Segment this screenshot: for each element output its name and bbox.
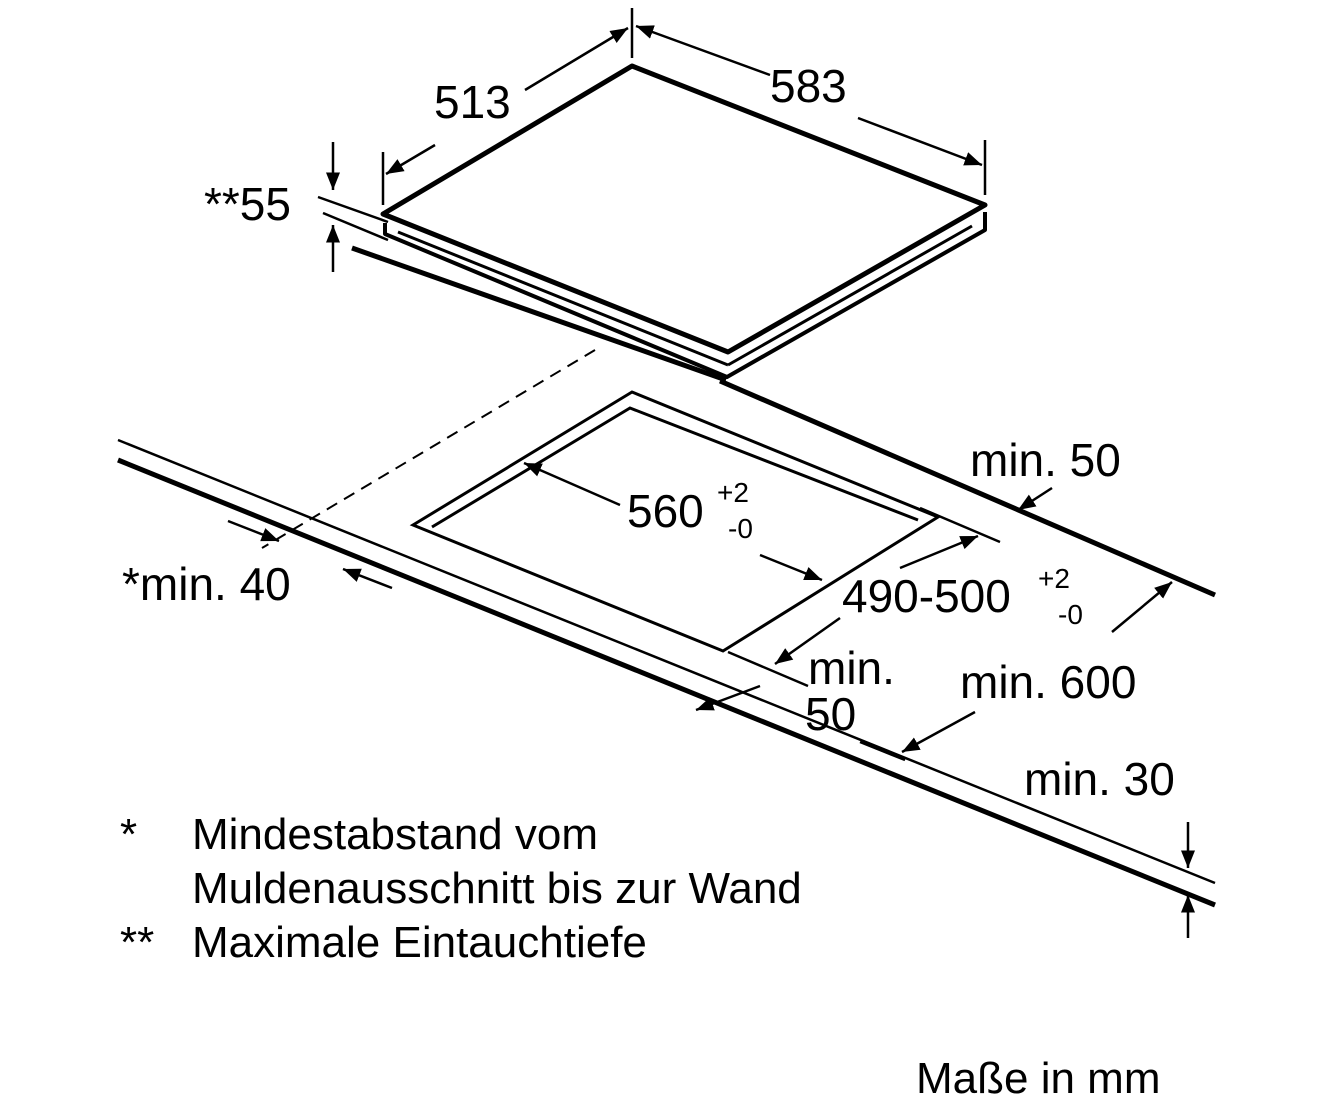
- hob-lower-frame: [383, 212, 987, 379]
- footnote-1-line-1: Mindestabstand vom: [192, 810, 598, 859]
- footnote-2-line-1: Maximale Eintauchtiefe: [192, 918, 647, 967]
- worktop-depth-label: min. 600: [960, 656, 1136, 708]
- cutout-width-tol-minus: -0: [728, 513, 753, 544]
- footnote-1-line-2: Muldenausschnitt bis zur Wand: [192, 864, 802, 913]
- cutout-depth-label: 490-500: [842, 570, 1011, 622]
- footnote-mark-1: *: [120, 810, 138, 859]
- hob-top-surface: [380, 63, 988, 355]
- dimension-513-line-a: [524, 26, 629, 92]
- hob-base-line: [351, 245, 727, 383]
- wall-gap-label: *min. 40: [122, 558, 291, 610]
- footnote-mark-2: **: [120, 918, 155, 967]
- insertion-depth-dimension: [317, 142, 389, 272]
- projection-dashed-line: [261, 349, 596, 549]
- worktop-front-bottom-edge: [117, 457, 1216, 908]
- dimension-583-line-a: [635, 24, 771, 77]
- min-rear-gap-arrow: [1017, 486, 1053, 512]
- worktop-back-edge: [719, 378, 1216, 598]
- hob-outline: [351, 63, 988, 383]
- min-front-gap-arrow: [695, 684, 761, 712]
- hob-dimension-lines: [381, 8, 987, 205]
- cutout-depth-tol-plus: +2: [1038, 563, 1070, 594]
- insertion-depth-label: **55: [204, 178, 291, 230]
- worktop-thickness-label: min. 30: [1024, 753, 1175, 805]
- dimension-583-label: 583: [770, 60, 847, 112]
- cutout-width-dimension: [523, 461, 823, 582]
- hob-frame-inner-line: [397, 230, 729, 367]
- cutout-width-tol-plus: +2: [717, 477, 749, 508]
- hob-frame-inner-line-right: [727, 224, 973, 367]
- dimension-513-line-b: [385, 143, 436, 176]
- min-front-gap-label-line2: 50: [805, 688, 856, 740]
- cutout-width-label: 560: [627, 485, 704, 537]
- dimension-583-line-b: [857, 116, 983, 167]
- min-rear-gap-label: min. 50: [970, 434, 1121, 486]
- units-note: Maße in mm: [916, 1054, 1161, 1103]
- cutout-depth-tol-minus: -0: [1058, 599, 1083, 630]
- cutout-inner-edge: [431, 406, 919, 529]
- worktop: [117, 378, 1216, 908]
- worktop-front-top-edge: [117, 438, 1216, 885]
- worktop-depth-dimension: [859, 581, 1173, 762]
- cutout-depth-dimension: [727, 506, 1001, 688]
- wall-gap-dimension: [227, 519, 393, 590]
- min-front-gap-label-line1: min.: [808, 642, 895, 694]
- dimension-513-label: 513: [434, 76, 511, 128]
